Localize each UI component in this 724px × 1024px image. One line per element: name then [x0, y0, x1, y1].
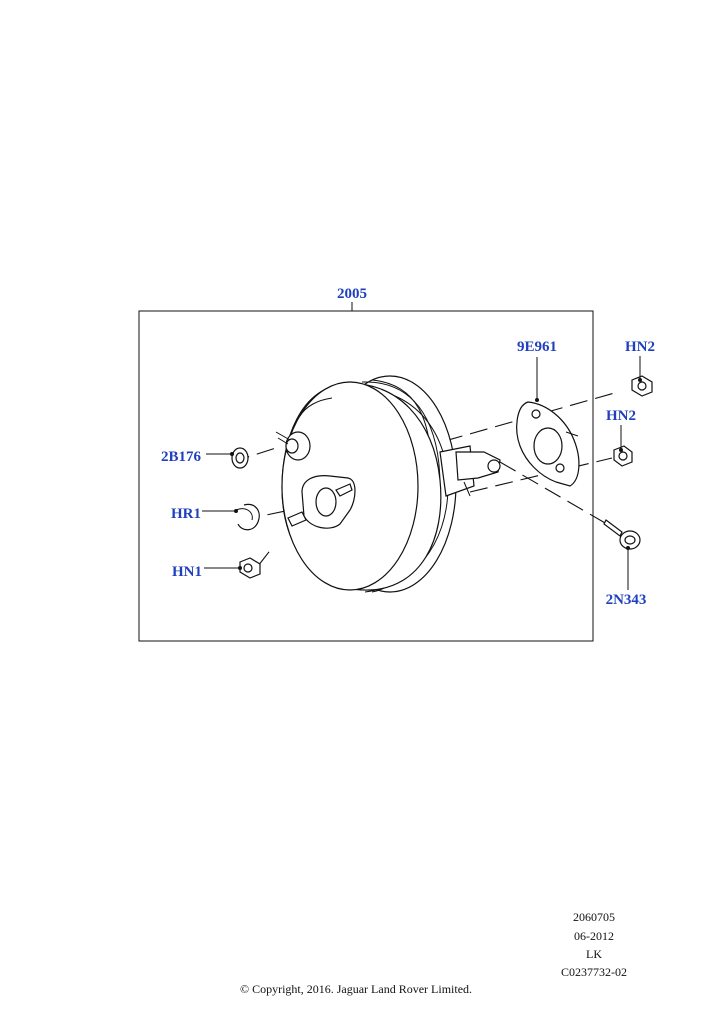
callout-2N343[interactable]: 2N343 [606, 592, 647, 608]
nut-hn2-top[interactable] [631, 375, 653, 397]
retaining-ring[interactable] [235, 503, 260, 531]
brake-booster [275, 375, 501, 593]
assembly-line-top [419, 391, 619, 449]
nut-hn2-mid[interactable] [613, 445, 633, 467]
clevis-pin[interactable] [603, 519, 641, 550]
assembly-frame [138, 310, 594, 642]
callout-HN1[interactable]: HN1 [172, 564, 202, 580]
seal-grommet[interactable] [231, 447, 249, 469]
callout-hn2-mid[interactable]: HN2 [606, 408, 636, 424]
callout-HR1[interactable]: HR1 [171, 506, 201, 522]
assembly-line-nut [257, 547, 273, 567]
callout-2B176[interactable]: 2B176 [161, 449, 202, 465]
vacuum-port [275, 431, 311, 461]
callout-9E961[interactable]: 9E961 [517, 339, 557, 355]
mounting-flange [287, 475, 356, 529]
mounting-bracket[interactable] [516, 401, 580, 487]
diagram-date: 06-2012 [574, 929, 614, 943]
assembly-line-pin [499, 461, 613, 528]
diagram-initials: LK [586, 947, 602, 961]
assembly-line-mid [469, 457, 613, 493]
diagram-code: 2060705 [573, 910, 615, 924]
nut-hn1[interactable] [239, 557, 261, 579]
callout-2005[interactable]: 2005 [337, 286, 367, 302]
callout-hn2-top[interactable]: HN2 [625, 339, 655, 355]
diagram-ref: C0237732-02 [561, 965, 627, 979]
copyright-notice: © Copyright, 2016. Jaguar Land Rover Lim… [239, 982, 473, 996]
